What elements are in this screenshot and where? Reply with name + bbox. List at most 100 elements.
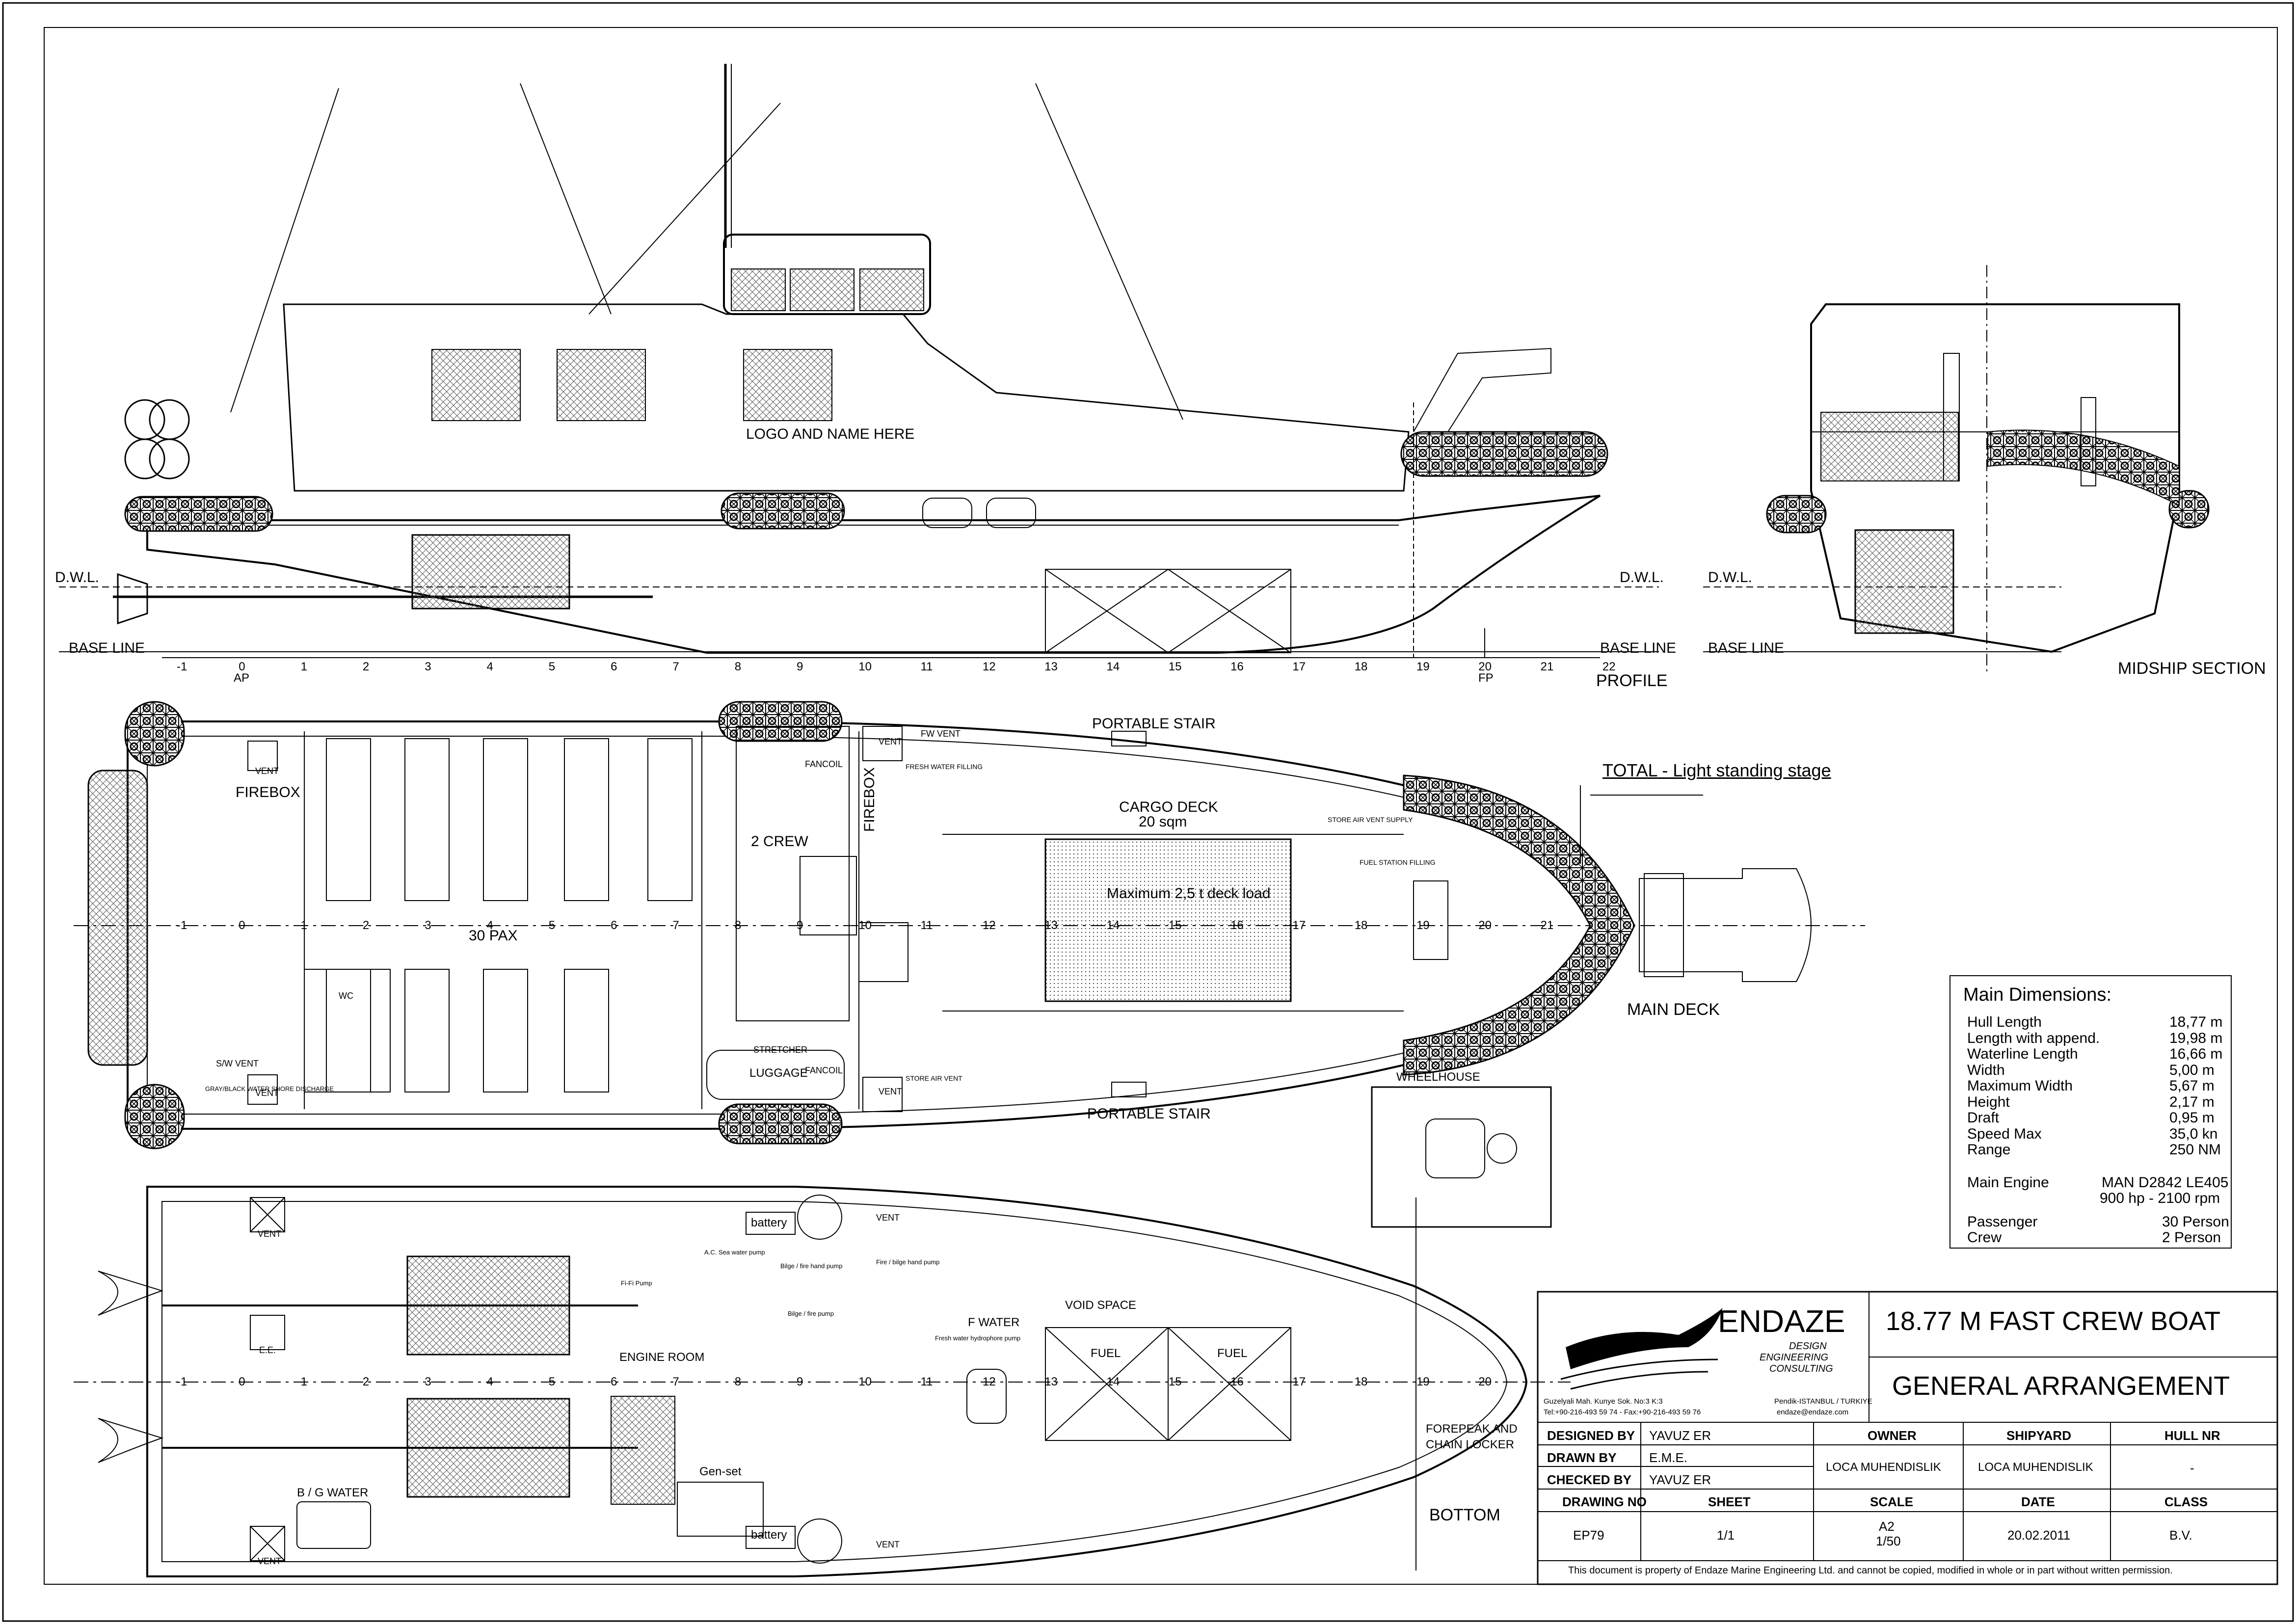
profile-base-line-left: BASE LINE xyxy=(69,640,145,656)
profile-dwl-left: D.W.L. xyxy=(55,569,100,586)
bottom-station-5: 5 xyxy=(548,1375,556,1388)
scale-paper: A2 xyxy=(1879,1519,1895,1534)
dimension-label: Length with append. xyxy=(1967,1030,2100,1046)
fw-vent-label: FW VENT xyxy=(921,729,961,739)
bottom-station--1: -1 xyxy=(177,1375,187,1388)
dimension-label: Maximum Width xyxy=(1967,1078,2073,1094)
dimension-value: 16,66 m xyxy=(2169,1046,2223,1062)
drawing-no-value: EP79 xyxy=(1573,1528,1604,1543)
dimension-label: Draft xyxy=(1967,1110,2000,1126)
dimension-value: 2 Person xyxy=(2162,1229,2221,1246)
dimension-label: Speed Max xyxy=(1967,1125,2042,1142)
profile-station--1: -1 xyxy=(177,660,187,673)
bottom-station-10: 10 xyxy=(858,1375,872,1388)
owner-value: LOCA MUHENDISLIK xyxy=(1826,1461,1941,1474)
address-2: Pendik-ISTANBUL / TURKIYE xyxy=(1774,1397,1872,1406)
wc-label: WC xyxy=(339,991,353,1001)
profile-title: PROFILE xyxy=(1596,671,1668,690)
grey-black-water-label: GRAY/BLACK WATER SHORE DISCHARGE xyxy=(205,1085,334,1092)
dimension-value: 30 Person xyxy=(2162,1213,2229,1230)
bottom-title: BOTTOM xyxy=(1429,1506,1500,1524)
fifi-pump-label: Fi-Fi Pump xyxy=(621,1279,652,1287)
profile-station-8: 8 xyxy=(734,660,742,673)
deck-station-16: 16 xyxy=(1230,919,1244,932)
main-dimensions-title: Main Dimensions: xyxy=(1963,985,2111,1005)
bottom-station-17: 17 xyxy=(1292,1375,1306,1388)
profile-station-7: 7 xyxy=(672,660,679,673)
fancoil-bottom: FANCOIL xyxy=(805,1065,843,1075)
store-air-vent-label: STORE AIR VENT xyxy=(906,1074,962,1082)
designed-by-label: DESIGNED BY xyxy=(1547,1428,1635,1443)
store-air-vent-supply-label: STORE AIR VENT SUPPLY xyxy=(1328,816,1413,824)
bottom-vent-3: VENT xyxy=(876,1213,900,1223)
deck-station--1: -1 xyxy=(177,919,187,932)
email: endaze@endaze.com xyxy=(1777,1408,1849,1416)
deck-station-21: 21 xyxy=(1540,919,1554,932)
midship-title: MIDSHIP SECTION xyxy=(2118,659,2266,678)
drawn-by-label: DRAWN BY xyxy=(1547,1450,1617,1465)
portable-stair-bottom: PORTABLE STAIR xyxy=(1087,1106,1211,1122)
bottom-station-20: 20 xyxy=(1478,1375,1492,1388)
date-label: DATE xyxy=(2021,1494,2055,1509)
vent-top-right: VENT xyxy=(879,737,903,746)
fire-pump-label: Fire / bilge hand pump xyxy=(876,1258,940,1266)
fresh-water-tank-label: F WATER xyxy=(968,1316,1020,1329)
main-deck-title: MAIN DECK xyxy=(1627,1000,1720,1019)
dimension-label: Passenger xyxy=(1967,1213,2038,1230)
profile-station-17: 17 xyxy=(1292,660,1306,673)
checked-by-label: CHECKED BY xyxy=(1547,1472,1631,1487)
main-dimensions-box xyxy=(1949,975,2232,1249)
deck-station-6: 6 xyxy=(611,919,617,932)
profile-station-1: 1 xyxy=(300,660,307,673)
profile-station-16: 16 xyxy=(1230,660,1244,673)
drawing-no-label: DRAWING NO xyxy=(1562,1494,1647,1509)
bottom-station-16: 16 xyxy=(1230,1375,1244,1388)
profile-station-20: 20 xyxy=(1478,660,1492,673)
fuel-station-filling-label: FUEL STATION FILLING xyxy=(1360,858,1436,866)
inner-border xyxy=(44,27,2278,1585)
owner-label: OWNER xyxy=(1868,1428,1917,1443)
profile-station-14: 14 xyxy=(1106,660,1120,673)
void-space-label: VOID SPACE xyxy=(1065,1299,1136,1312)
bottom-station-18: 18 xyxy=(1354,1375,1368,1388)
profile-view xyxy=(59,64,1659,658)
main-engine-label: Main Engine xyxy=(1967,1174,2049,1191)
dimension-value: 5,00 m xyxy=(2169,1062,2215,1078)
project-title: 18.77 M FAST CREW BOAT xyxy=(1886,1306,2221,1336)
midship-base-line: BASE LINE xyxy=(1708,640,1785,656)
profile-station-15: 15 xyxy=(1168,660,1182,673)
bottom-station-4: 4 xyxy=(486,1375,493,1388)
drawing-title: GENERAL ARRANGEMENT xyxy=(1892,1371,2230,1401)
dimension-label: Width xyxy=(1967,1062,2005,1078)
date-value: 20.02.2011 xyxy=(2007,1528,2071,1543)
designed-by-value: YAVUZ ER xyxy=(1649,1428,1711,1443)
drawn-by-value: E.M.E. xyxy=(1649,1450,1688,1465)
bilge-pump-label: Bilge / fire hand pump xyxy=(780,1262,843,1270)
deck-station-5: 5 xyxy=(548,919,556,932)
bottom-station-9: 9 xyxy=(797,1375,803,1388)
vent-top-left: VENT xyxy=(255,766,279,776)
bottom-station-0: 0 xyxy=(239,1375,245,1388)
profile-fp-label: FP xyxy=(1478,671,1494,685)
deck-station-13: 13 xyxy=(1044,919,1058,932)
sheet-label: SHEET xyxy=(1708,1494,1751,1509)
fuel-tank-1-label: FUEL xyxy=(1091,1347,1121,1360)
profile-logo-text: LOGO AND NAME HERE xyxy=(746,426,915,442)
address-1: Guzelyali Mah. Kunye Sok. No:3 K:3 xyxy=(1544,1397,1663,1406)
fresh-water-pump-label: Fresh water hydrophore pump xyxy=(935,1334,1021,1342)
deck-station-14: 14 xyxy=(1106,919,1120,932)
deck-station-0: 0 xyxy=(239,919,245,932)
deck-station-9: 9 xyxy=(797,919,803,932)
bottom-station-8: 8 xyxy=(734,1375,742,1388)
profile-station-10: 10 xyxy=(858,660,872,673)
crew-label: 2 CREW xyxy=(751,833,808,850)
profile-station-3: 3 xyxy=(425,660,431,673)
pax-label: 30 PAX xyxy=(469,928,518,944)
profile-station-9: 9 xyxy=(797,660,803,673)
bottom-view xyxy=(74,1186,1571,1577)
bottom-station-2: 2 xyxy=(362,1375,370,1388)
bottom-station-19: 19 xyxy=(1416,1375,1430,1388)
midship-dwl: D.W.L. xyxy=(1708,569,1753,586)
shipyard-value: LOCA MUHENDISLIK xyxy=(1978,1461,2093,1474)
title-block xyxy=(1537,1291,2278,1585)
